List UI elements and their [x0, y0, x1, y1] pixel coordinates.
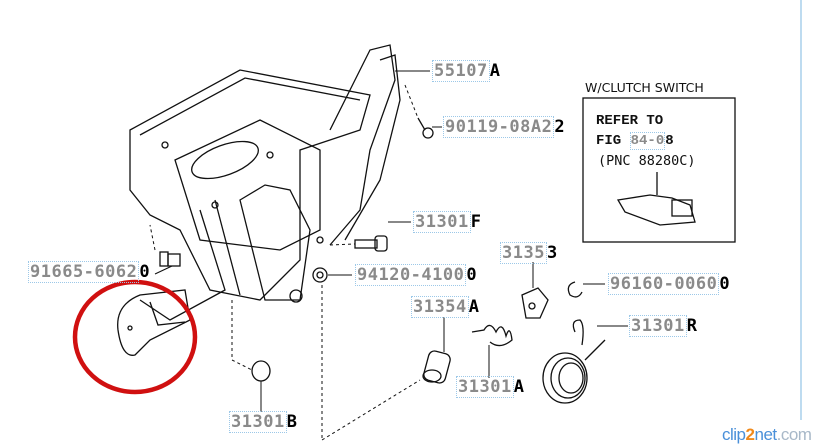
highlight-circle	[72, 279, 198, 395]
dashed-lines	[149, 84, 421, 441]
clip-31353	[521, 287, 549, 319]
inset-title: W/CLUTCH SWITCH	[585, 80, 704, 95]
clutch-switch	[616, 172, 696, 226]
inset-refer-text: REFER TO	[596, 113, 664, 129]
bolt-90119	[417, 117, 434, 139]
leader-lines	[154, 70, 628, 412]
pedal-bracket	[129, 44, 401, 301]
bolt-31301f	[354, 235, 388, 252]
nut-94120	[312, 267, 328, 283]
clip2net-watermark: clip2net.com	[722, 425, 812, 444]
clutch-pedal-arm	[139, 184, 311, 321]
eclip-96160	[567, 281, 583, 298]
inset-box	[582, 97, 736, 243]
inset-fig-ref[interactable]: FIG 84-08	[596, 132, 674, 150]
spring-31301a	[471, 324, 513, 347]
spring-31301r	[542, 319, 606, 404]
bushing-31354a	[422, 350, 451, 384]
cushion-31301b	[251, 360, 271, 382]
bolt-91665	[159, 251, 181, 267]
inset-pnc: (PNC 88280C)	[598, 153, 696, 169]
